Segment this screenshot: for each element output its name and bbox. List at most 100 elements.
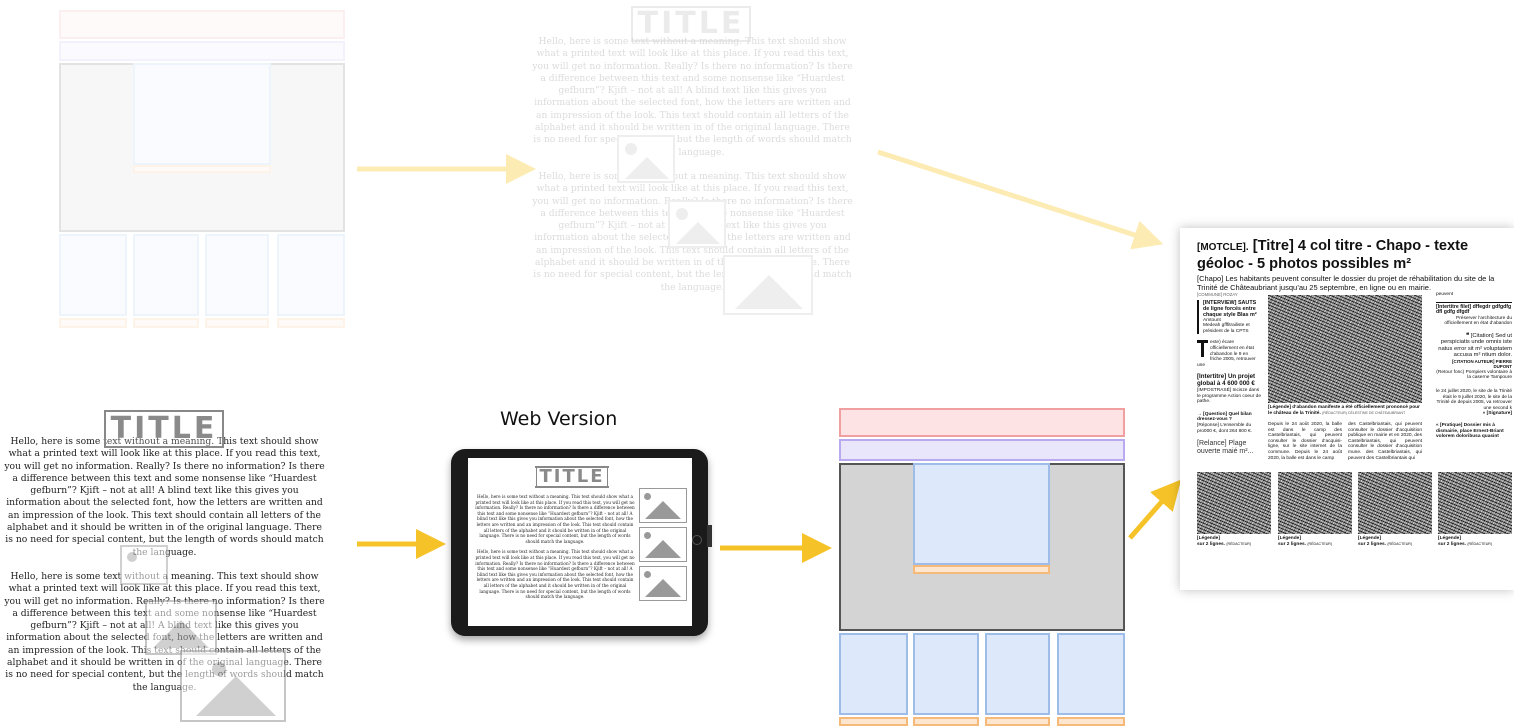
newspaper-chapo: [Chapo] Les habitants peuvent consulter … [1197,274,1495,292]
doc-title: TITLE [104,410,224,448]
doc-text: Hello, here is some text without a meani… [530,36,855,306]
newspaper-page: [MOTCLE]. [Titre] 4 col titre - Chapo - … [1180,228,1514,590]
newspaper-lettrine-icon [1197,340,1208,358]
newspaper-interview: [INTERVIEW] SAUTS de ligne forcés entre … [1197,299,1261,335]
newspaper-headline: [MOTCLE]. [Titre] 4 col titre - Chapo - … [1197,238,1512,272]
image-placeholder [617,135,675,183]
newspaper-interview-head: [INTERVIEW] SAUTS de ligne forcés entre … [1203,299,1257,318]
newspaper-motcle: [MOTCLE]. [1197,242,1249,253]
newspaper-right-body: le 24 juillet 2020, le site de la Trinit… [1436,388,1512,411]
newspaper-preserver: Préserver l’architecture du officielleme… [1444,315,1512,327]
layout-body [59,63,345,232]
legend-credit: (RÉDACTEUR) [1387,541,1413,546]
legend-credit: (RÉDACTEUR) [1307,541,1333,546]
layout-card-footer [277,318,345,328]
newspaper-citation-author: [CITATION AUTEUR] PIERRE DUPONT [1452,358,1512,370]
layout-card [277,234,345,316]
legend-lines: sur 2 lignes. [1197,541,1225,547]
image-placeholder [639,527,687,562]
legend-title: [Légende] [1278,536,1301,541]
legend-lines: sur 2 lignes. [1438,541,1466,547]
newspaper-photo [1438,472,1512,534]
newspaper-photo [1278,472,1352,534]
legend-credit: (RÉDACTEUR) [1467,541,1493,546]
home-button-icon [692,535,702,545]
newspaper-body-col2: des Castelbriantais, qui peuvent consult… [1348,422,1422,461]
doc-title: TITLE [631,6,751,42]
layout-nav [839,439,1125,461]
image-placeholder [668,200,726,248]
layout-card [205,234,269,316]
doc-paragraph-1: Hello, here is some text without a meani… [532,36,853,158]
tablet-text: Hello, here is some text without a meani… [474,494,636,612]
layout-card [59,234,127,316]
tablet-screen: TITLE Hello, here is some text without a… [468,458,692,626]
newspaper-interview-name: Amtount [1203,317,1221,323]
layout-card-footer [133,318,199,328]
image-placeholder [639,566,687,601]
newspaper-intertitre: [Intertitre] Un projet global à 4 600 00… [1197,373,1256,388]
doc-paragraph-2: Hello, here is some text without a meani… [532,170,853,293]
newspaper-intertitre-filet: [Intertitre filet] dffegdr gdfgdfg dfl g… [1436,301,1512,316]
newspaper-photo [1358,472,1432,534]
layout-feature-strip [913,565,1050,574]
legend-title: [Légende] [1438,536,1461,541]
image-placeholder [723,255,813,315]
layout-header [59,10,345,39]
layout-card-footer [839,717,908,726]
image-placeholder [180,650,286,722]
tablet-paragraph-1: Hello, here is some text without a meani… [475,494,635,544]
newspaper-citation-role: (Retour fonc) Pompiers volontaire à la c… [1436,369,1512,381]
newspaper-question: → [Question] Quel bilan dressez-vous ? [1197,411,1252,423]
newspaper-reponse: [Réponse] L’ensemble du pro000 €, dont 2… [1197,422,1252,434]
newspaper-lettrine-block: exte) écare officiellement en état d’aba… [1197,340,1261,368]
tablet-title: TITLE [535,466,609,488]
quote-icon: ❝ [1466,332,1470,339]
newspaper-main-legend-text: [Légende] d’abandon manifeste a été offi… [1268,405,1420,416]
newspaper-body-col1: Depuis le 24 août 2020, la balle est dan… [1268,422,1342,461]
image-placeholder [639,488,687,523]
newspaper-main-legend: [Légende] d’abandon manifeste a été offi… [1268,405,1424,416]
newspaper-right-column: peuvent [Intertitre filet] dffegdr gdfgd… [1436,292,1512,440]
image-placeholder [145,600,217,655]
side-button-icon [707,525,712,547]
legend-title: [Légende] [1197,536,1220,541]
layout-card [133,234,199,316]
newspaper-peuvent: peuvent [1436,292,1454,297]
layout-card-footer [1057,717,1125,726]
newspaper-photo-legend: [Légende] sur 2 lignes. (RÉDACTEUR) [1197,536,1271,547]
newspaper-citation-text: [Citation] Sed ut perspiciatis unde omni… [1438,332,1512,359]
newspaper-commune: [COMMUNE] ROZAY [1197,292,1238,297]
layout-card [985,633,1050,715]
legend-lines: sur 2 lignes. [1358,541,1386,547]
layout-card [913,633,979,715]
newspaper-signature: » [Signature] [1482,411,1512,417]
newspaper-main-legend-credit: (RÉDACTEUR) CÉLESTINE DE CHÂTEAUBRIANT [1322,410,1406,415]
newspaper-intertitre-body: [IMPOSTRASÉ] Incisze dans le programme A… [1197,387,1261,405]
layout-feature-strip [133,165,271,173]
arrow-top-2 [877,149,1164,250]
newspaper-lettrine-text: exte) écare officiellement en état d’aba… [1197,340,1256,368]
layout-card [1057,633,1125,715]
layout-card-footer [985,717,1050,726]
layout-card-footer [59,318,127,328]
image-placeholder [120,545,168,585]
newspaper-citation: ❝ [Citation] Sed ut perspiciatis unde om… [1436,333,1512,359]
layout-nav [59,41,345,61]
newspaper-relance: [Relance] Plage ouverte maié m²... [1197,440,1254,456]
tablet-device: TITLE Hello, here is some text without a… [451,449,712,636]
web-version-label: Web Version [500,408,618,430]
layout-card [839,633,908,715]
tablet-paragraph-2: Hello, here is some text without a meani… [475,549,635,600]
newspaper-headline-text: [Titre] 4 col titre - Chapo - texte géol… [1197,238,1469,272]
legend-title: [Légende] [1358,536,1381,541]
newspaper-photo-legend: [Légende] sur 2 lignes. (RÉDACTEUR) [1358,536,1432,547]
layout-feature [913,463,1050,565]
doc-paragraph-1: Hello, here is some text without a meani… [4,436,325,558]
layout-card-footer [205,318,269,328]
layout-header [839,408,1125,437]
newspaper-photo-legend: [Légende] sur 2 lignes. (RÉDACTEUR) [1278,536,1352,547]
newspaper-photo-legend: [Légende] sur 2 lignes. (RÉDACTEUR) [1438,536,1512,547]
legend-credit: (RÉDACTEUR) [1226,541,1252,546]
